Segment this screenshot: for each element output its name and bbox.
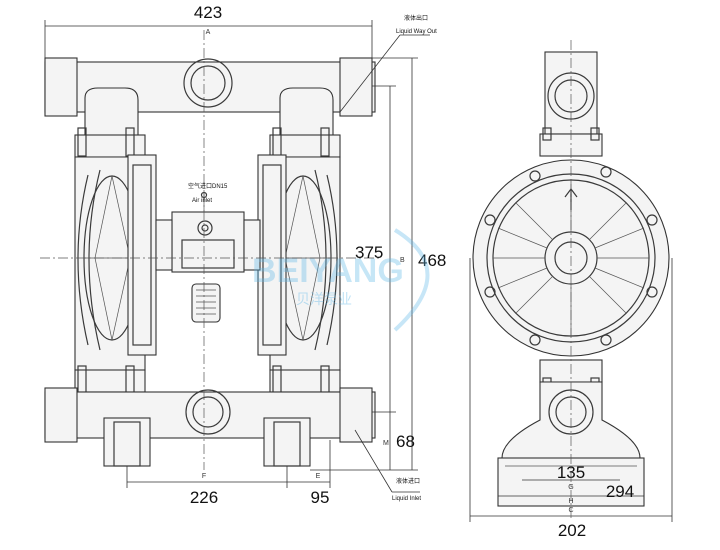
right-foot <box>263 417 311 467</box>
left-foot <box>103 417 151 467</box>
top-right-flange <box>339 57 373 117</box>
air-valve-block <box>171 211 245 273</box>
watermark-swoosh <box>393 228 430 332</box>
muffler <box>191 283 221 323</box>
left-top-elbow <box>84 87 139 136</box>
dim-C-value: 202 <box>558 521 586 540</box>
dim-H468-value: 468 <box>418 251 446 270</box>
dim-M-letter: M <box>383 440 389 447</box>
dim-H-letter: H <box>568 498 573 505</box>
left-cover-plate <box>127 154 157 356</box>
dim-H-value: 294 <box>606 482 634 501</box>
top-outlet-bore <box>190 65 226 101</box>
dim-F-value: 226 <box>190 488 218 507</box>
right-top-elbow <box>279 87 334 136</box>
dim-B-value: 375 <box>355 243 383 262</box>
liquid-out-cn: 液体出口 <box>404 14 428 22</box>
liquid-out-en: Liquid Way Out <box>396 29 437 35</box>
dim-E-value: 95 <box>311 488 330 507</box>
dim-G-letter: G <box>568 484 573 491</box>
dim-F-letter: F <box>202 473 206 480</box>
top-left-flange <box>44 57 78 117</box>
dim-A-letter: A <box>206 29 211 36</box>
dim-E-letter: E <box>316 473 321 480</box>
air-inlet-en: Air inlet <box>192 198 212 204</box>
watermark: BEIYANG 贝洋泵业 <box>252 228 430 332</box>
top-outlet-ring <box>183 58 233 108</box>
bottom-right-flange <box>339 387 373 443</box>
side-dimensions: 135 G 294 H C 202 <box>469 40 673 540</box>
watermark-brand: BEIYANG <box>252 252 404 290</box>
air-inlet-port <box>197 220 213 236</box>
dim-A-value: 423 <box>194 3 222 22</box>
front-dimensions: 423 A 375 B 468 68 M F 226 E 95 液体出口 Liq… <box>44 3 446 507</box>
front-view <box>40 30 380 470</box>
air-inlet-cn: 空气进口DN15 <box>188 182 228 190</box>
dim-B-letter: B <box>400 257 405 264</box>
bottom-inlet-ring <box>185 389 231 435</box>
watermark-brand-cn: 贝洋泵业 <box>296 291 352 307</box>
bottom-manifold <box>44 391 376 439</box>
bottom-left-flange <box>44 387 78 443</box>
liquid-in-en: Liquid Inlet <box>392 496 421 502</box>
dim-M-value: 68 <box>396 432 415 451</box>
liquid-in-cn: 液体进口 <box>396 477 420 485</box>
